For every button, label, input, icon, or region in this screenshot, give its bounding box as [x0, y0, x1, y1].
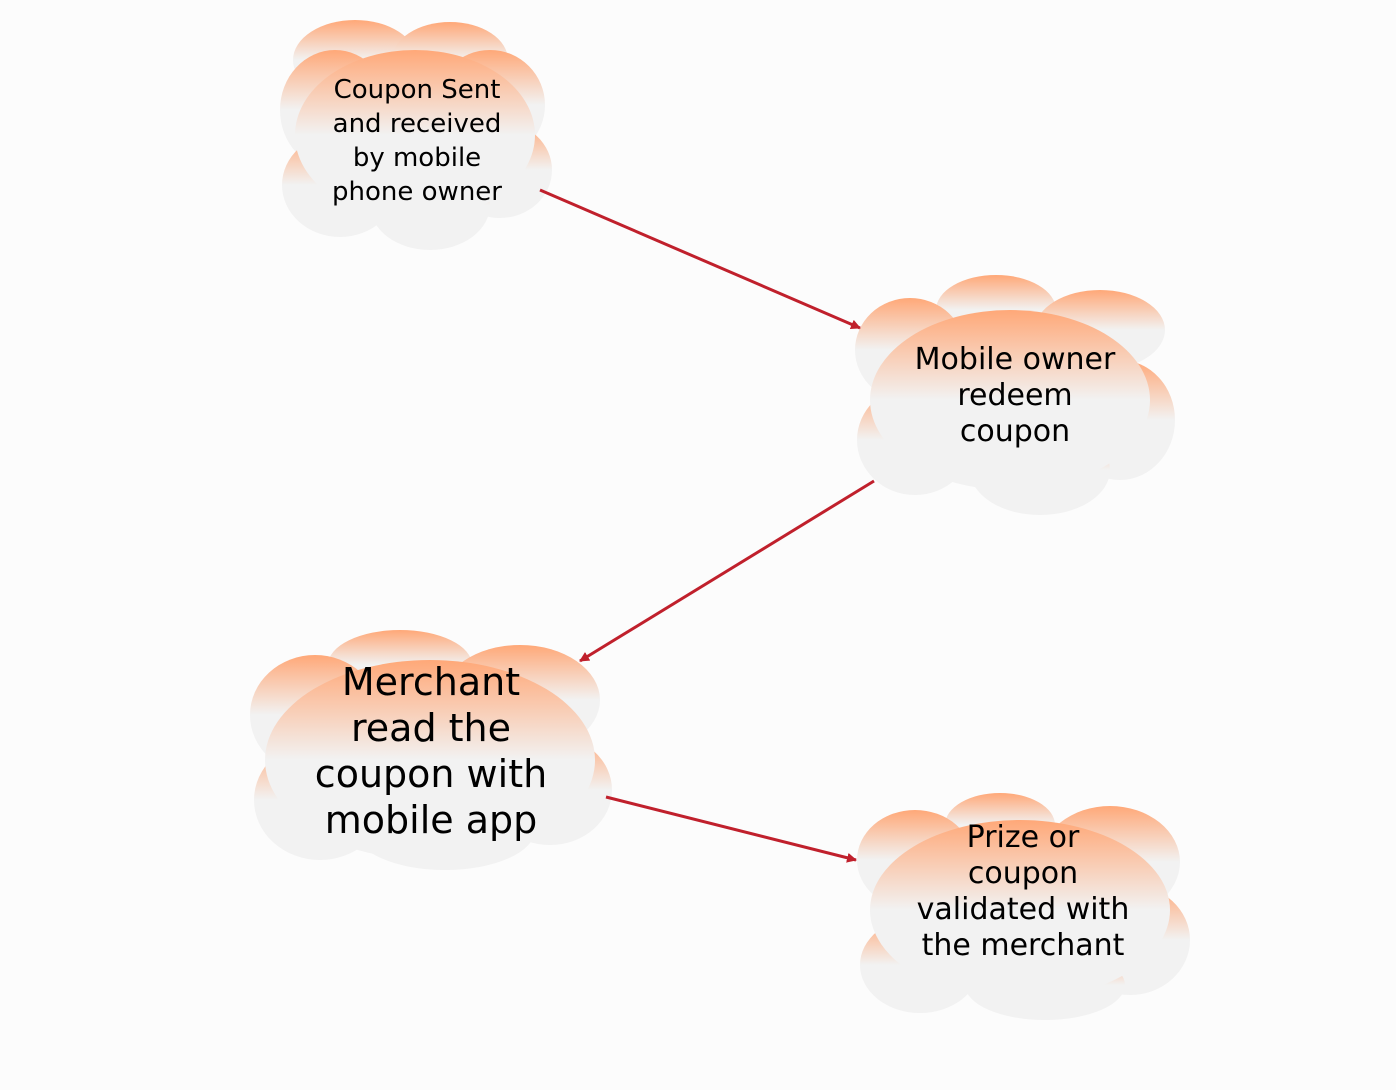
node-2-label: Mobile owner redeem coupon	[862, 336, 1168, 456]
node-3-line: Merchant	[341, 660, 521, 704]
node-4-line: Prize or	[966, 820, 1080, 855]
arrow-node-3-to-node-4	[605, 795, 857, 863]
node-1-line: phone owner	[332, 177, 502, 207]
node-4-line: the merchant	[921, 928, 1125, 963]
arrow-node-2-to-node-3	[579, 479, 875, 663]
node-2-line: redeem	[957, 378, 1073, 413]
node-4-label: Prize or coupon validated with the merch…	[864, 814, 1182, 970]
node-4-line: coupon	[967, 856, 1079, 891]
cloud-node-3	[250, 630, 612, 870]
node-1-line: Coupon Sent	[333, 75, 501, 105]
node-4-line: validated with	[916, 892, 1130, 927]
node-3-line: read the	[350, 706, 511, 750]
node-3-line: coupon with	[314, 752, 548, 796]
node-1-line: by mobile	[352, 143, 482, 173]
cloud-node-2	[855, 275, 1175, 515]
node-2-line: coupon	[959, 414, 1071, 449]
cloud-node-4	[857, 793, 1190, 1020]
arrow-node-1-to-node-2	[539, 188, 861, 330]
cloud-node-1	[280, 20, 552, 250]
node-3-line: mobile app	[324, 798, 538, 842]
node-1-line: and received	[332, 109, 502, 139]
node-2-line: Mobile owner	[914, 342, 1116, 377]
node-1-label: Coupon Sent and received by mobile phone…	[286, 66, 548, 216]
node-3-label: Merchant read the coupon with mobile app	[256, 656, 606, 846]
